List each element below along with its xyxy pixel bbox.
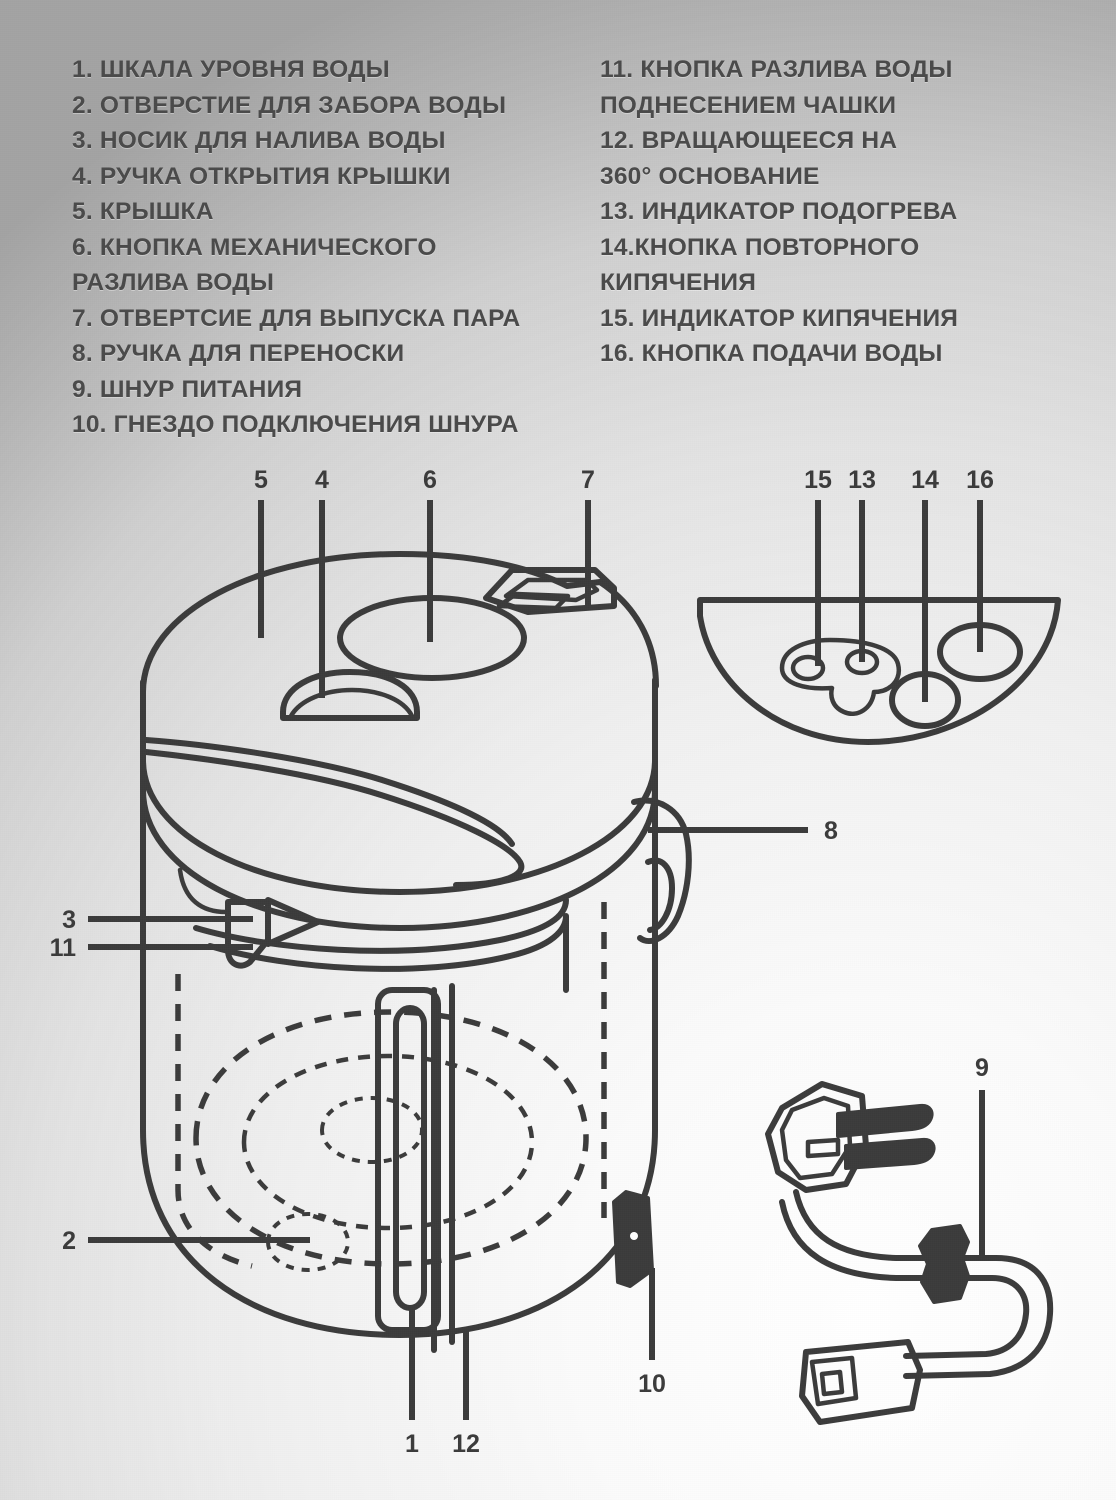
- front-shelf: [193, 897, 569, 954]
- legend-item: 12. ВРАЩАЮЩЕЕСЯ НА: [600, 127, 898, 154]
- lid-open-handle-edge: [288, 687, 415, 719]
- callout-steam-vent: 7: [581, 466, 595, 494]
- legend-column-left: 1. ШКАЛА УРОВНЯ ВОДЫ 2. ОТВЕРСТИЕ ДЛЯ ЗА…: [72, 52, 592, 443]
- body-outline: [139, 677, 659, 1338]
- power-cord-group: [765, 1081, 1054, 1425]
- body-collar: [140, 787, 658, 931]
- indicator-cluster-outline: [779, 637, 902, 716]
- steam-vent-slot-2: [496, 591, 571, 611]
- legend-item: 7. ОТВЕРТСИЕ ДЛЯ ВЫПУСКА ПАРА: [72, 304, 521, 332]
- control-panel-group: [697, 597, 1061, 745]
- thermopot-illustration: 5 4 6 7 15 13 14 16 8 3 11 2 10 9 1 12: [0, 430, 1116, 1500]
- legend-item: 6. КНОПКА МЕХАНИЧЕСКОГО: [72, 233, 437, 261]
- callout-numbers: 5 4 6 7 15 13 14 16 8 3 11 2 10 9 1 12: [50, 466, 994, 1458]
- legend-item: ПОДНЕСЕНИЕМ ЧАШКИ: [600, 91, 897, 119]
- legend-item: 9. ШНУР ПИТАНИЯ: [72, 375, 303, 403]
- lid-dome: [140, 551, 659, 695]
- lid-seam-lower: [143, 749, 525, 888]
- plug-body: [765, 1081, 869, 1193]
- legend-item: 15. ИНДИКАТОР КИПЯЧЕНИЯ: [600, 304, 959, 332]
- callout-indicator-boil: 15: [804, 466, 832, 494]
- callout-mechanical-pour-button: 6: [423, 466, 437, 494]
- lid-open-handle-shape[interactable]: [280, 669, 420, 721]
- callout-carry-handle: 8: [824, 817, 838, 845]
- legend-item: 3. НОСИК ДЛЯ НАЛИВА ВОДЫ: [72, 127, 446, 154]
- legend-column-right: 11. КНОПКА РАЗЛИВА ВОДЫ ПОДНЕСЕНИЕМ ЧАШК…: [600, 52, 1060, 372]
- legend-item: РАЗЛИВА ВОДЫ: [72, 269, 275, 296]
- plug-pin-upper: [836, 1103, 934, 1138]
- inner-tank-ellipse-outer: [193, 1009, 589, 1267]
- legend-item: 16. КНОПКА ПОДАЧИ ВОДЫ: [600, 340, 943, 367]
- legend-item: 11. КНОПКА РАЗЛИВА ВОДЫ: [600, 56, 953, 83]
- plug-body-inner: [779, 1095, 853, 1181]
- water-intake-hole-shape: [266, 1212, 350, 1272]
- callout-cord-socket: 10: [638, 1370, 666, 1398]
- callout-power-cord: 9: [975, 1054, 989, 1082]
- inner-tank-outline: [175, 974, 253, 1269]
- parts-legend: 1. ШКАЛА УРОВНЯ ВОДЫ 2. ОТВЕРСТИЕ ДЛЯ ЗА…: [0, 0, 1116, 440]
- legend-item: КИПЯЧЕНИЯ: [600, 269, 757, 296]
- lid-rim: [140, 757, 658, 895]
- appliance-connector-body: [799, 1339, 923, 1425]
- plug-earth-clip: [805, 1137, 841, 1159]
- callout-water-level-scale: 1: [405, 1430, 419, 1458]
- callout-indicator-heat: 13: [848, 466, 876, 494]
- legend-item: 4. РУЧКА ОТКРЫТИЯ КРЫШКИ: [72, 162, 451, 190]
- legend-item: 8. РУЧКА ДЛЯ ПЕРЕНОСКИ: [72, 340, 405, 367]
- plug-pin-lower: [844, 1137, 936, 1170]
- callout-cup-pour-button: 11: [50, 934, 77, 962]
- indicator-boil-led: [790, 654, 826, 682]
- callout-lid: 5: [254, 466, 268, 494]
- cord-socket-pin: [630, 1232, 638, 1240]
- legend-item: 2. ОТВЕРСТИЕ ДЛЯ ЗАБОРА ВОДЫ: [72, 91, 507, 119]
- callout-water-intake-hole: 2: [62, 1227, 76, 1255]
- callout-reboil-button: 14: [911, 466, 939, 494]
- legend-item: 14.КНОПКА ПОВТОРНОГО: [600, 233, 920, 261]
- callout-rotating-base: 12: [452, 1430, 480, 1458]
- callout-lid-open-handle: 4: [315, 466, 329, 494]
- spout-tip: [265, 897, 321, 947]
- water-level-scale-panel: [375, 987, 441, 1333]
- appliance-connector-face: [809, 1355, 859, 1407]
- legend-item: 10. ГНЕЗДО ПОДКЛЮЧЕНИЯ ШНУРА: [72, 411, 519, 438]
- lid-seam-upper: [143, 737, 515, 847]
- legend-item: 13. ИНДИКАТОР ПОДОГРЕВА: [600, 198, 958, 225]
- appliance-connector-socket: [819, 1369, 845, 1397]
- legend-item: 360° ОСНОВАНИЕ: [600, 162, 820, 190]
- inner-tank-ellipse-inner: [320, 1096, 424, 1164]
- cord-upper-edge: [793, 1189, 1054, 1379]
- cord-clip: [918, 1224, 970, 1304]
- control-panel-plate: [697, 597, 1061, 745]
- cord-lower-edge: [779, 1199, 1030, 1359]
- leader-lines: [88, 500, 985, 1420]
- legend-item: 1. ШКАЛА УРОВНЯ ВОДЫ: [72, 56, 390, 83]
- inner-tank-ellipse-mid: [241, 1053, 535, 1231]
- callout-spout: 3: [62, 906, 76, 934]
- steam-vent-shape[interactable]: [483, 567, 617, 615]
- thermopot-body-group: [139, 551, 692, 1353]
- callout-water-supply-button: 16: [966, 466, 994, 494]
- carry-handle-shape[interactable]: [631, 797, 692, 945]
- spout-neck: [177, 867, 229, 915]
- front-shelf-lower: [207, 913, 569, 993]
- legend-item: 5. КРЫШКА: [72, 198, 214, 225]
- carry-handle-inner: [645, 857, 675, 933]
